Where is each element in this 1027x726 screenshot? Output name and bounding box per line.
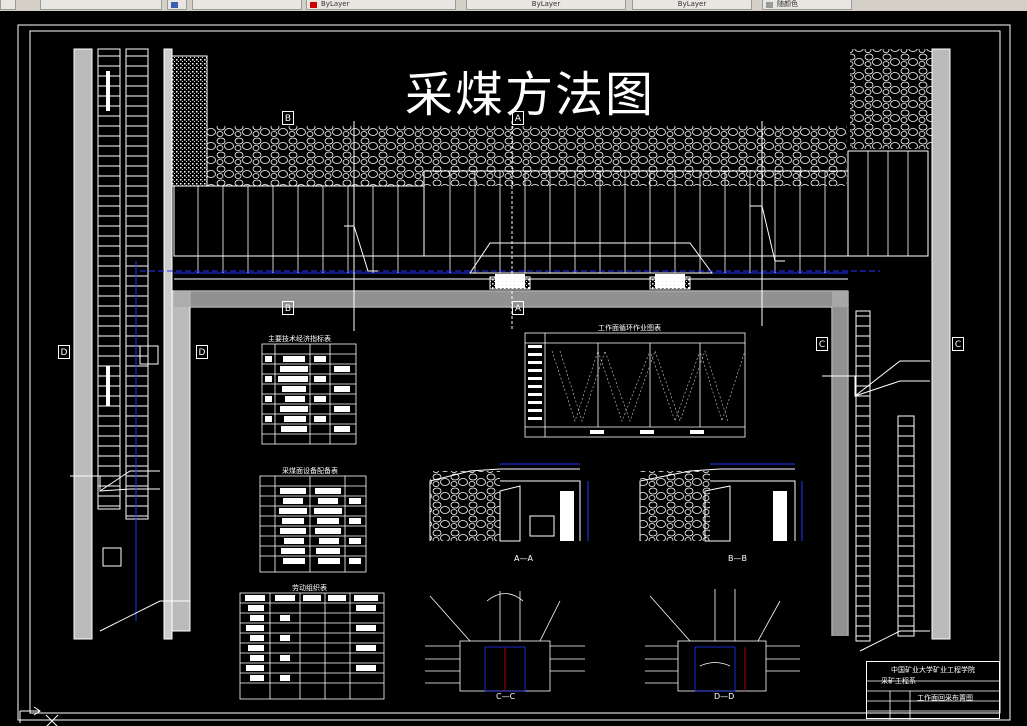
linetype-control[interactable]: ByLayer bbox=[466, 0, 626, 10]
equipment-caption: 采煤面设备配备表 bbox=[282, 467, 338, 475]
drawing-title: 采煤方法图 bbox=[404, 67, 655, 123]
labor-table bbox=[239, 592, 385, 700]
outer-border bbox=[17, 24, 1011, 721]
color-control[interactable]: ByLayer bbox=[306, 0, 456, 10]
section-caption-dd: D—D bbox=[714, 692, 735, 701]
section-label-b-bottom: B bbox=[282, 301, 294, 315]
section-label-d-left: D bbox=[58, 345, 70, 359]
section-label-a-bottom: A bbox=[512, 301, 524, 315]
shearer-body bbox=[469, 242, 713, 274]
color-control-label: ByLayer bbox=[321, 0, 350, 8]
left-shafts bbox=[70, 48, 191, 640]
right-rubble bbox=[850, 49, 932, 149]
tech-specs-caption: 主要技术经济指标表 bbox=[268, 335, 331, 343]
drawing-canvas[interactable]: 采煤方法图 B A B A D D C C 主要技术经济指标表 采煤面设备配备表… bbox=[0, 11, 1027, 726]
labor-cells bbox=[245, 595, 378, 681]
tech-specs-table bbox=[261, 343, 357, 445]
section-label-d-right: D bbox=[196, 345, 208, 359]
right-shafts bbox=[822, 48, 951, 652]
properties-toolbar: ByLayer ByLayer ByLayer 随颜色 bbox=[0, 0, 1027, 12]
title-block-grid bbox=[866, 680, 1000, 720]
linetype-control-label: ByLayer bbox=[531, 0, 561, 8]
plotstyle-control-label: 随颜色 bbox=[777, 0, 798, 8]
toolbar-button-1[interactable] bbox=[0, 0, 16, 10]
equipment-table bbox=[259, 475, 367, 573]
cycle-chart-caption: 工作面循环作业图表 bbox=[598, 324, 661, 332]
roof-rubble bbox=[207, 126, 847, 186]
section-label-c-left: C bbox=[816, 337, 828, 351]
toolbar-button-3[interactable] bbox=[192, 0, 302, 10]
drawing-svg bbox=[17, 24, 1011, 726]
tech-specs-cells bbox=[265, 356, 350, 432]
left-gob-hatch bbox=[171, 55, 208, 187]
section-bb-drawing bbox=[639, 463, 803, 542]
title-block: 中国矿业大学矿业工程学院 采矿工程系 工作面回采布置图 bbox=[866, 661, 1000, 719]
layer-button[interactable] bbox=[167, 0, 187, 10]
support-grid bbox=[197, 151, 909, 273]
color-swatch-icon bbox=[310, 2, 317, 8]
inner-border bbox=[29, 30, 1001, 714]
title-block-drawing-name: 工作面回采布置图 bbox=[917, 694, 973, 702]
section-caption-aa: A—A bbox=[514, 554, 533, 563]
plotstyle-icon bbox=[766, 2, 773, 8]
section-cc-drawing bbox=[425, 591, 585, 692]
section-dd-drawing bbox=[645, 589, 800, 692]
section-caption-cc: C—C bbox=[496, 692, 516, 701]
plotstyle-control[interactable]: 随颜色 bbox=[762, 0, 852, 10]
lineweight-control[interactable]: ByLayer bbox=[632, 0, 752, 10]
equipment-cells bbox=[279, 488, 361, 564]
lineweight-control-label: ByLayer bbox=[677, 0, 707, 8]
section-caption-bb: B—B bbox=[728, 554, 747, 563]
section-label-c-right: C bbox=[952, 337, 964, 351]
ucs-icon bbox=[19, 706, 59, 726]
cycle-chart-frame bbox=[524, 332, 746, 438]
section-aa-drawing bbox=[429, 463, 589, 542]
toolbar-button-2[interactable] bbox=[40, 0, 162, 10]
cycle-chart-zigzag bbox=[551, 350, 746, 422]
layer-icon bbox=[171, 2, 178, 8]
labor-caption: 劳动组织表 bbox=[292, 584, 327, 592]
section-label-b-top: B bbox=[282, 111, 294, 125]
title-block-school: 中国矿业大学矿业工程学院 bbox=[891, 666, 975, 674]
title-block-dept: 采矿工程系 bbox=[881, 677, 916, 685]
cycle-chart-ticks bbox=[528, 345, 704, 434]
section-label-a-top: A bbox=[512, 111, 524, 125]
